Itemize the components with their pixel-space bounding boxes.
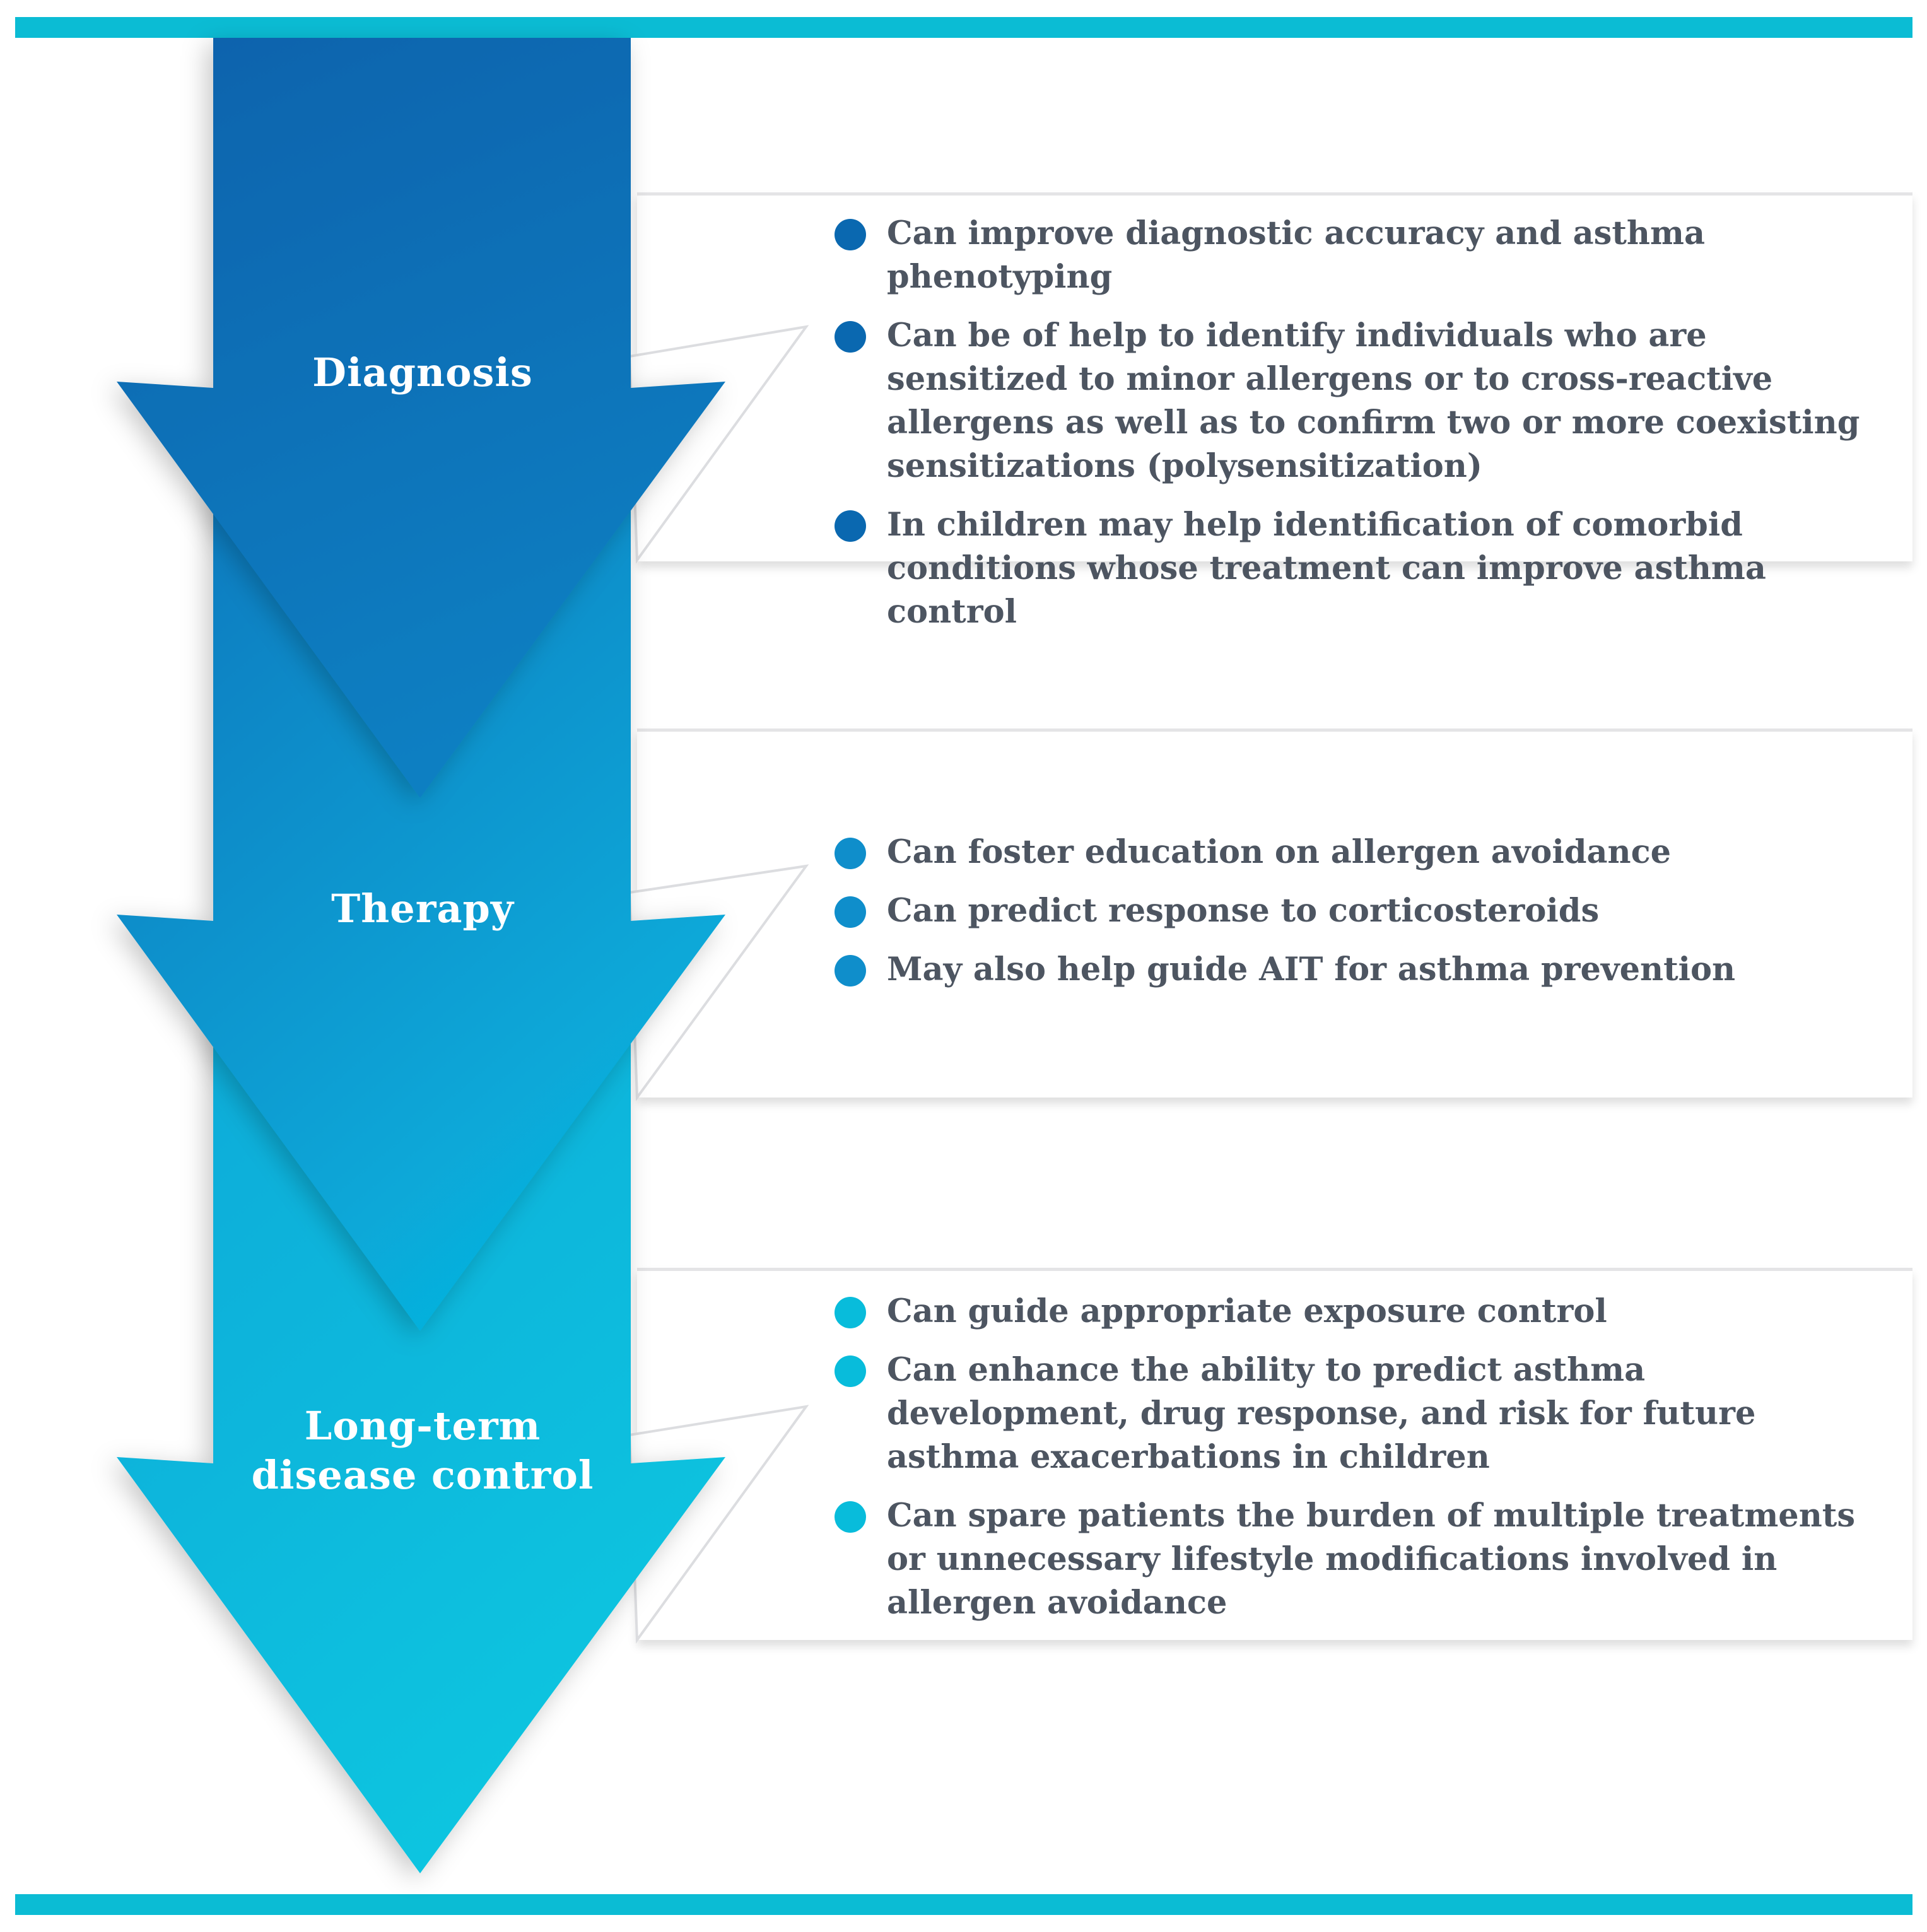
list-item: Can guide appropriate exposure control — [833, 1290, 1892, 1333]
diagnosis-benefits-list: Can improve diagnostic accuracy and asth… — [833, 212, 1892, 649]
list-item: Can enhance the ability to predict asthm… — [833, 1349, 1892, 1479]
top-accent-bar — [15, 17, 1912, 38]
list-item: Can spare patients the burden of multipl… — [833, 1494, 1892, 1625]
list-item-text: May also help guide AIT for asthma preve… — [887, 951, 1736, 988]
arrow-therapy — [117, 479, 725, 1331]
bullet-icon — [835, 321, 866, 353]
arrow-diagnosis — [117, 38, 725, 798]
bullet-icon — [835, 838, 866, 869]
bullet-icon — [835, 1501, 866, 1533]
label-therapy: Therapy — [331, 886, 514, 932]
list-item-text: Can foster education on allergen avoidan… — [887, 833, 1672, 871]
list-item-text: Can predict response to corticosteroids — [887, 892, 1600, 930]
list-item: Can improve diagnostic accuracy and asth… — [833, 212, 1892, 299]
list-item-text: Can enhance the ability to predict asthm… — [887, 1351, 1756, 1476]
label-long-term-disease-control: Long-term disease control — [251, 1403, 594, 1498]
list-item-text: Can improve diagnostic accuracy and asth… — [887, 214, 1706, 296]
therapy-benefits-list: Can foster education on allergen avoidan… — [833, 831, 1892, 1007]
list-item-text: Can spare patients the burden of multipl… — [887, 1497, 1856, 1622]
bullet-icon — [835, 1355, 866, 1387]
bullet-icon — [835, 955, 866, 986]
bottom-accent-bar — [15, 1894, 1912, 1915]
label-diagnosis: Diagnosis — [312, 349, 533, 395]
list-item: Can predict response to corticosteroids — [833, 889, 1892, 933]
long-term-control-benefits-list: Can guide appropriate exposure control C… — [833, 1290, 1892, 1640]
list-item-text: In children may help identification of c… — [887, 506, 1766, 631]
long-term-control-panel — [637, 1268, 1912, 1640]
bullet-icon — [835, 219, 866, 250]
list-item: In children may help identification of c… — [833, 503, 1892, 634]
bullet-icon — [835, 896, 866, 928]
list-item: May also help guide AIT for asthma preve… — [833, 948, 1892, 992]
bullet-icon — [835, 1297, 866, 1328]
list-item-text: Can be of help to identify individuals w… — [887, 317, 1860, 485]
bullet-icon — [835, 510, 866, 542]
arrow-long-term-disease-control — [117, 1009, 725, 1873]
list-item: Can foster education on allergen avoidan… — [833, 831, 1892, 874]
list-item-text: Can guide appropriate exposure control — [887, 1292, 1607, 1330]
diagnosis-panel — [637, 192, 1912, 561]
list-item: Can be of help to identify individuals w… — [833, 314, 1892, 488]
